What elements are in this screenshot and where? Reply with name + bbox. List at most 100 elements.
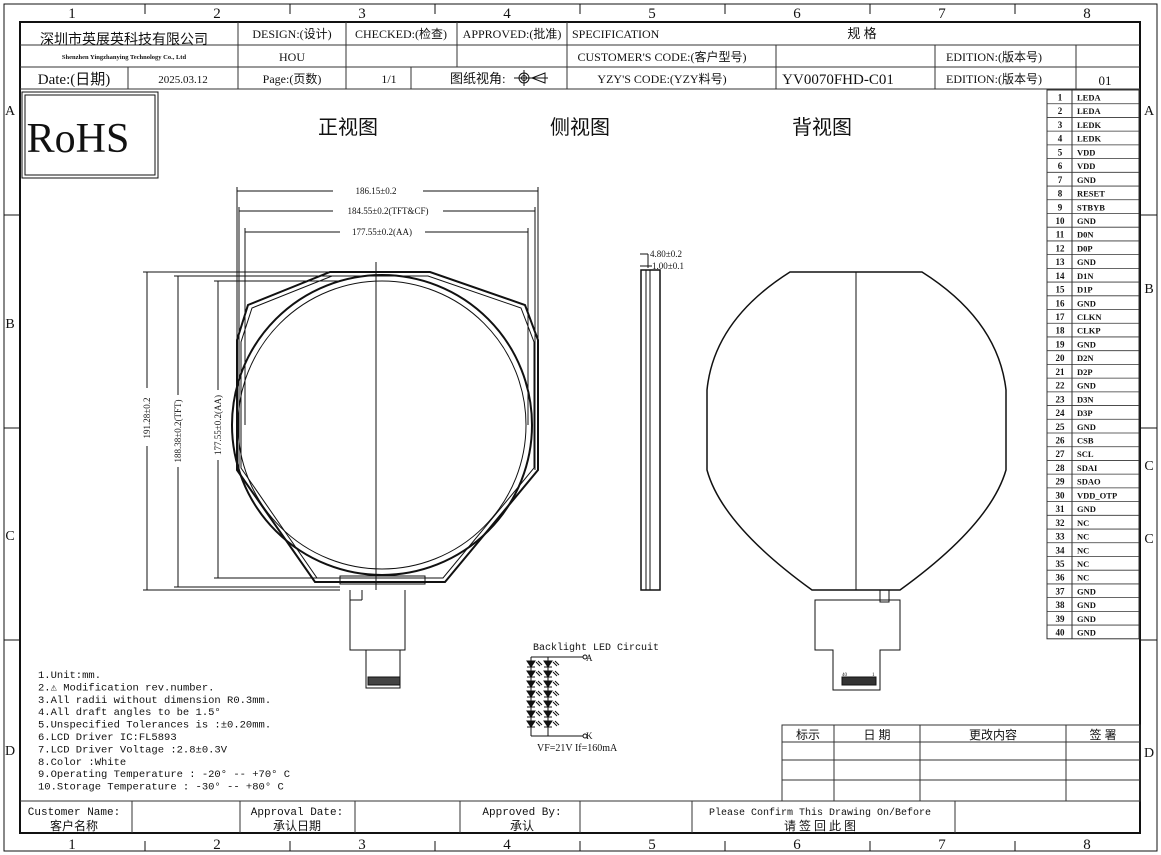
dim-thickness: 4.80±0.2 <box>650 249 682 259</box>
led-diode-icon <box>543 720 560 728</box>
pin-number: 34 <box>1056 545 1066 555</box>
customer-code-label: CUSTOMER'S CODE:(客户型号) <box>578 49 747 64</box>
pin-row: 18 CLKP <box>1047 322 1139 336</box>
ruler-column-bottom: 8 <box>1083 837 1091 853</box>
led-diode-icon <box>543 670 560 678</box>
ruler-column-top: 1 <box>68 6 76 22</box>
pin-name: GND <box>1077 175 1096 185</box>
pin-number: 1 <box>1058 93 1063 103</box>
side-view-title: 侧视图 <box>550 116 610 139</box>
dim-height-aa: 177.55±0.2(AA) <box>213 395 223 455</box>
backlight-led-circuit <box>526 654 588 739</box>
spec-cn: 规 格 <box>847 26 876 41</box>
back-view-title: 背视图 <box>792 116 852 139</box>
pin-name: LEDA <box>1077 93 1101 103</box>
led-diode-icon <box>526 660 543 668</box>
design-label: DESIGN:(设计) <box>252 27 331 41</box>
note-item: 3.All radii without dimension R0.3mm. <box>38 695 271 707</box>
rev-header-sign: 签 署 <box>1089 727 1116 742</box>
ruler-column-bottom: 2 <box>213 837 221 853</box>
note-item: 7.LCD Driver Voltage :2.8±0.3V <box>38 744 228 756</box>
pin-name: SDAO <box>1077 477 1101 487</box>
pin-name: GND <box>1077 257 1096 267</box>
ruler-column-top: 6 <box>793 6 801 22</box>
pin-number: 32 <box>1056 518 1066 528</box>
pin-name: GND <box>1077 422 1096 432</box>
pin-name: GND <box>1077 586 1096 596</box>
note-item: 9.Operating Temperature : -20° -- +70° C <box>38 769 290 781</box>
ruler-column-top: 2 <box>213 6 221 22</box>
note-item: 6.LCD Driver IC:FL5893 <box>38 732 177 744</box>
spec-label: SPECIFICATION <box>572 27 660 41</box>
footer-table <box>20 800 1140 833</box>
company-name-en: Shenzhen Yingzhanying Technology Co., Lt… <box>62 54 187 61</box>
pin-number: 15 <box>1056 285 1066 295</box>
pin-name: NC <box>1077 532 1089 542</box>
pin-row: 13 GND <box>1047 254 1139 267</box>
pin-name: SDAI <box>1077 463 1098 473</box>
customer-name-label: Customer Name: <box>28 807 120 819</box>
pin-name: D3P <box>1077 408 1093 418</box>
approved-by-label-cn: 承认 <box>510 819 534 833</box>
pin-number: 18 <box>1056 326 1066 336</box>
ruler-column-top: 4 <box>503 6 511 22</box>
pin-name: SCL <box>1077 449 1094 459</box>
pin-name: GND <box>1077 381 1096 391</box>
checked-label: CHECKED:(检查) <box>355 26 447 41</box>
note-item: 4.All draft angles to be 1.5° <box>38 707 221 719</box>
ruler-row-left: D <box>5 744 15 759</box>
ruler-row-right: C <box>1144 532 1153 547</box>
pin-name: LEDA <box>1077 106 1101 116</box>
pin-number: 6 <box>1058 161 1063 171</box>
ruler-row-right: B <box>1144 282 1153 297</box>
pin-number: 12 <box>1056 243 1066 253</box>
fpc-pin-last: 1 <box>872 673 875 678</box>
pin-number: 26 <box>1056 436 1066 446</box>
pin-name: CLKP <box>1077 326 1101 336</box>
backlight-spec: VF=21V If=160mA <box>537 743 618 754</box>
ruler-row-left: C <box>5 529 14 544</box>
fpc-pin-first: 40 <box>842 673 848 678</box>
pin-name: CLKN <box>1077 312 1102 322</box>
approval-date-label: Approval Date: <box>251 807 343 819</box>
pin-number: 13 <box>1056 257 1066 267</box>
led-diode-icon <box>526 720 543 728</box>
backlight-title: Backlight LED Circuit <box>533 642 659 654</box>
pin-name: D2N <box>1077 353 1094 363</box>
pin-number: 5 <box>1058 147 1063 157</box>
led-diode-icon <box>543 660 560 668</box>
ruler-row-left: A <box>5 104 16 119</box>
notes: 1.Unit:mm.2.⚠ Modification rev.number.3.… <box>38 670 290 794</box>
ruler-column-bottom: 4 <box>503 837 511 853</box>
approved-label: APPROVED:(批准) <box>463 26 562 41</box>
led-diode-icon <box>526 680 543 688</box>
dim-width-aa: 177.55±0.2(AA) <box>352 227 412 237</box>
led-diode-icon <box>543 710 560 718</box>
rohs-inner-box <box>24 94 156 176</box>
ruler-column-top: 7 <box>938 6 946 22</box>
led-diode-icon <box>543 680 560 688</box>
pin-number: 3 <box>1058 120 1063 130</box>
dim-glass: 1.00±0.1 <box>652 261 684 271</box>
cathode-terminal <box>582 733 588 739</box>
note-item: 8.Color :White <box>38 757 126 769</box>
led-diode-icon <box>543 690 560 698</box>
pin-name: NC <box>1077 545 1089 555</box>
ruler-column-bottom: 7 <box>938 837 946 853</box>
approval-date-label-cn: 承认日期 <box>273 819 321 833</box>
dim-height-tft: 188.38±0.2(TFT) <box>173 400 183 463</box>
